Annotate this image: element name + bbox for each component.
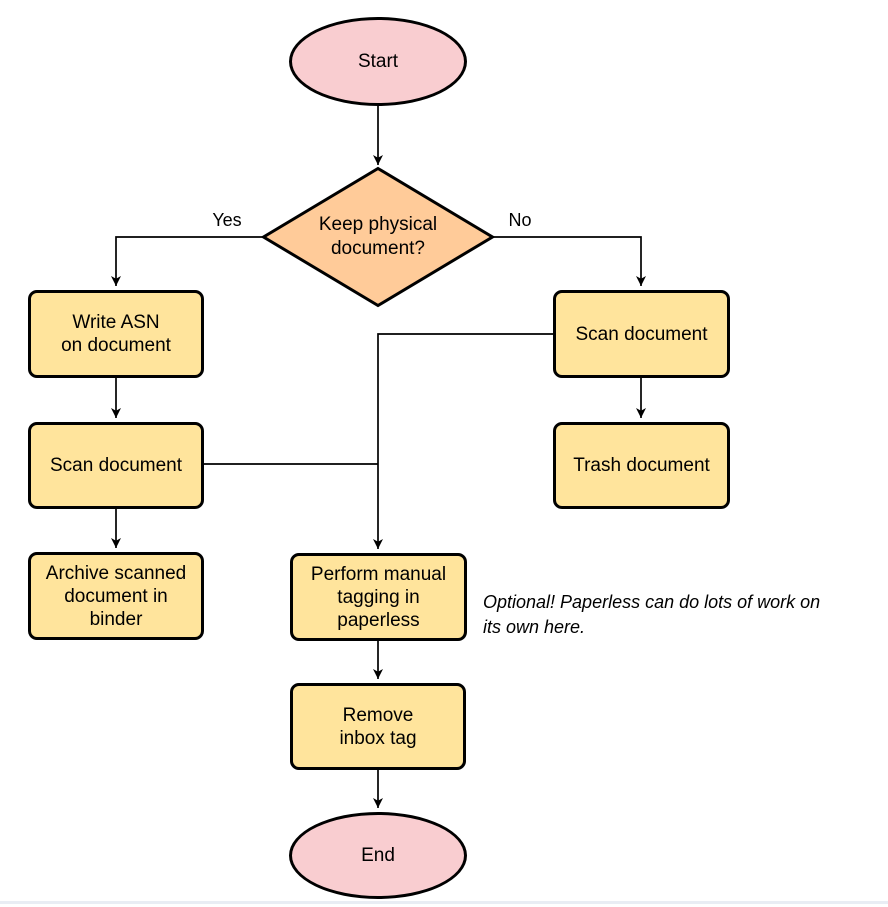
node-scan-document-left: Scan document [28,422,204,509]
node-trash-document: Trash document [553,422,730,509]
bottom-divider [0,901,888,904]
edge-label-yes: Yes [212,210,242,230]
node-start: Start [289,17,467,106]
node-write-asn: Write ASN on document [28,290,204,378]
node-remove-inbox-tag: Remove inbox tag [290,683,466,770]
node-manual-tagging: Perform manual tagging in paperless [290,553,467,641]
node-decision-label: Keep physical document? [318,214,438,259]
node-scan-document-right: Scan document [553,290,730,378]
edge-decision-yes-to-write-asn [111,236,263,286]
edge-label-no: No [508,210,532,230]
decision-diamond-shape [261,166,495,308]
annotation-optional-note: Optional! Paperless can do lots of work … [483,592,821,637]
edge-scan-right-to-tagging [373,333,553,549]
edge-decision-no-to-scan-right [493,236,646,286]
node-decision: Keep physical document? [261,166,495,308]
node-start-label: Start [357,51,399,72]
node-archive-binder: Archive scanned document in binder [28,552,204,640]
node-end: End [289,812,467,899]
node-end-label: End [361,845,395,866]
